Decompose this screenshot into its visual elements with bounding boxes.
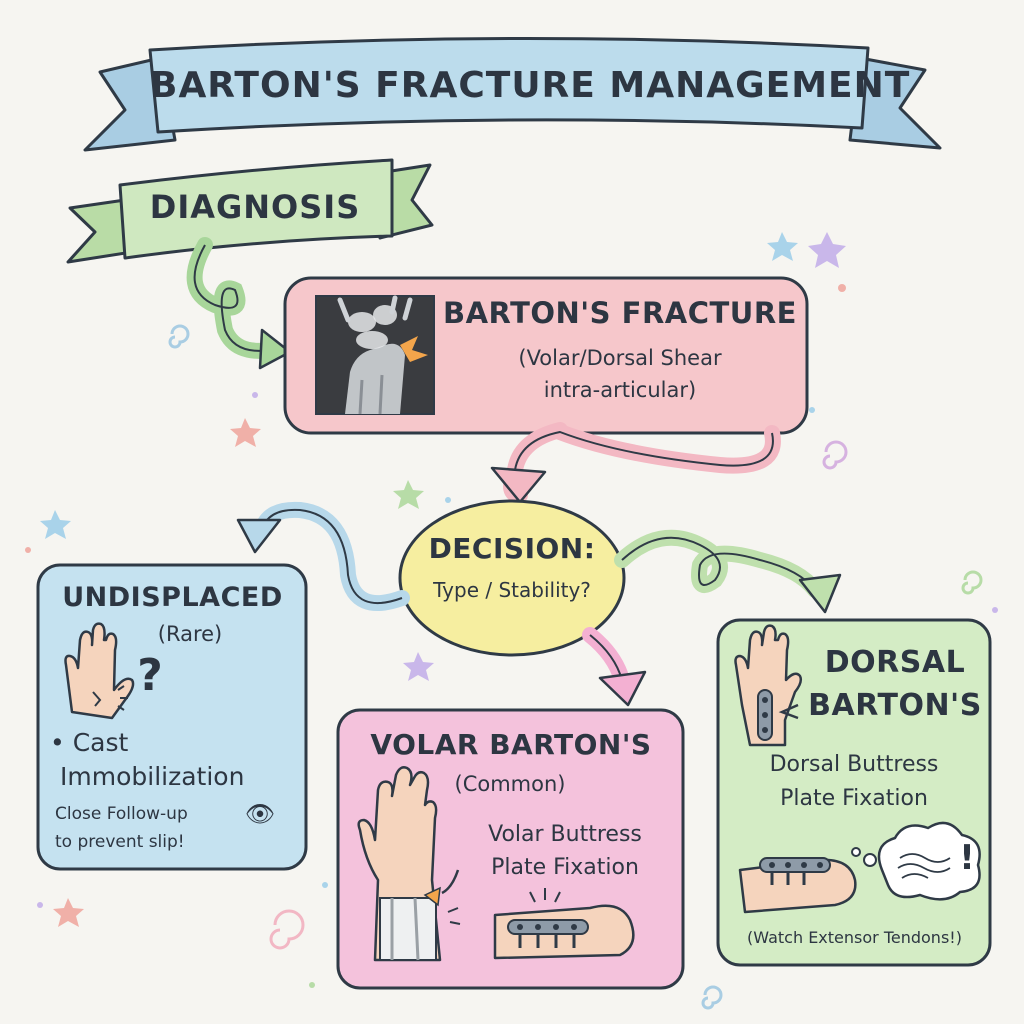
volar-treatment-line2: Plate Fixation: [455, 855, 675, 880]
eye-icon: 👁: [240, 800, 280, 828]
xray-image: [316, 296, 434, 414]
undisplaced-followup-line2: to prevent slip!: [55, 832, 235, 852]
arrow-fracture-to-decision: [492, 430, 773, 502]
fracture-subtitle-line2: intra-articular): [440, 378, 800, 402]
diagnosis-label: DIAGNOSIS: [125, 188, 385, 226]
dorsal-title-line2: BARTON'S: [805, 688, 985, 723]
dorsal-warning: (Watch Extensor Tendons!): [722, 928, 987, 947]
undisplaced-bullet-line2: Immobilization: [60, 762, 300, 791]
undisplaced-followup-line1: Close Follow-up: [55, 804, 235, 824]
decision-title: DECISION:: [410, 532, 614, 565]
undisplaced-title: UNDISPLACED: [40, 582, 305, 613]
dorsal-treatment-line2: Plate Fixation: [725, 786, 983, 811]
exclamation-icon: !: [955, 838, 979, 878]
arrow-diagnosis-to-fracture: [195, 245, 290, 368]
arrow-decision-to-volar: [590, 635, 645, 705]
volar-note: (Common): [430, 772, 590, 796]
undisplaced-bullet: • Cast: [50, 728, 160, 757]
fracture-subtitle-line1: (Volar/Dorsal Shear: [440, 346, 800, 370]
question-mark-icon: ?: [130, 650, 170, 701]
volar-treatment-line1: Volar Buttress: [455, 822, 675, 847]
dorsal-title-line1: DORSAL: [805, 645, 985, 680]
page-title: BARTON'S FRACTURE MANAGEMENT: [150, 65, 868, 106]
volar-title: VOLAR BARTON'S: [340, 728, 682, 761]
undisplaced-note: (Rare): [130, 622, 250, 646]
decision-question: Type / Stability?: [405, 578, 619, 602]
fracture-title: BARTON'S FRACTURE: [440, 296, 800, 330]
arrow-decision-to-dorsal: [622, 538, 840, 612]
dorsal-treatment-line1: Dorsal Buttress: [725, 752, 983, 777]
